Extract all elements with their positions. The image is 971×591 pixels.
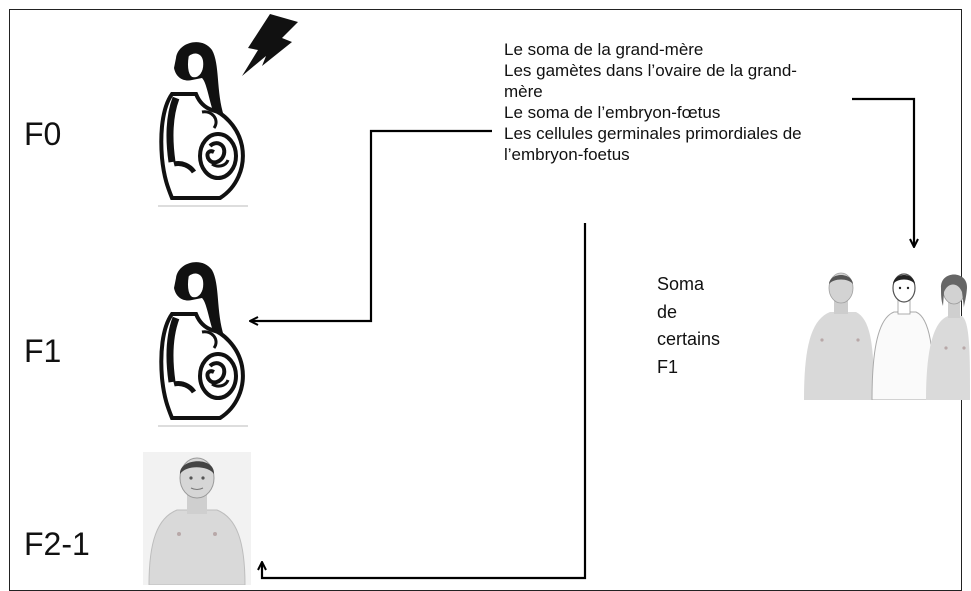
soma-label-line: de bbox=[657, 301, 678, 322]
people-group-icon bbox=[804, 272, 970, 400]
label-f1: F1 bbox=[24, 333, 62, 369]
soma-f1-label: Soma de certains F1 bbox=[657, 271, 720, 381]
pregnant-woman-icon bbox=[158, 42, 248, 207]
soma-label-line: certains bbox=[657, 329, 721, 349]
pregnant-woman-icon bbox=[158, 262, 248, 427]
exposed-tissues-list: Le soma de la grand-mère Les gamètes dan… bbox=[504, 39, 884, 165]
label-f0: F0 bbox=[24, 116, 62, 152]
info-line: Le soma de la grand-mère bbox=[504, 40, 704, 59]
soma-label-line: Soma bbox=[657, 274, 705, 294]
arrow-to-f1 bbox=[250, 129, 492, 321]
soma-label-line: F1 bbox=[657, 356, 679, 377]
arrow-to-f1-group bbox=[852, 97, 914, 247]
label-f2-1: F2-1 bbox=[24, 526, 90, 562]
info-line: Les gamètes dans l’ovaire de la grand- bbox=[504, 61, 797, 80]
man-portrait-icon bbox=[143, 452, 251, 585]
info-line: Les cellules germinales primordiales de bbox=[504, 124, 802, 143]
info-line: mère bbox=[504, 82, 543, 101]
lightning-bolt-icon bbox=[242, 14, 298, 76]
info-line: l’embryon-foetus bbox=[504, 145, 630, 164]
info-line: Le soma de l’embryon-fœtus bbox=[504, 103, 721, 122]
arrow-to-f2 bbox=[262, 223, 587, 580]
